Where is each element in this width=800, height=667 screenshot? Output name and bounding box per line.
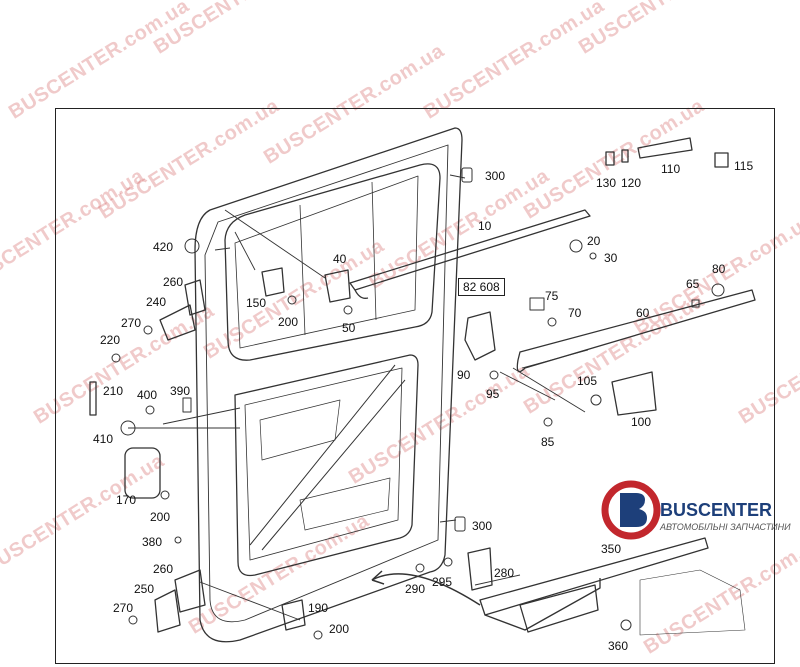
clip-65 — [691, 299, 700, 308]
upper-hinge — [184, 279, 206, 316]
part-label-210: 210 — [103, 384, 124, 398]
cap-410 — [120, 420, 136, 436]
washer-105 — [590, 394, 602, 406]
part-label-110: 110 — [661, 162, 681, 176]
bolt-200a — [287, 295, 297, 305]
door-handle — [124, 447, 161, 499]
part-label-95: 95 — [486, 387, 500, 401]
part-label-150: 150 — [246, 296, 267, 310]
knob-420 — [184, 238, 200, 254]
part-label-65: 65 — [686, 277, 700, 291]
bolt-70 — [547, 317, 557, 327]
part-label-70: 70 — [568, 306, 582, 320]
washer-30 — [589, 252, 597, 260]
washer-295 — [443, 557, 453, 567]
logo-name: BUSCENTER — [660, 500, 773, 520]
part-190 — [281, 599, 306, 631]
part-label-240: 240 — [146, 295, 167, 309]
hinge-240 — [159, 304, 196, 341]
part-label-100: 100 — [631, 415, 652, 429]
hinge-250 — [154, 589, 181, 633]
part-label-270b: 270 — [113, 601, 134, 615]
part-210 — [89, 381, 97, 416]
part-label-120: 120 — [621, 176, 642, 190]
part-label-90: 90 — [457, 368, 471, 382]
upper-rail — [349, 209, 591, 291]
lock-40 — [324, 269, 351, 303]
bolt-270b — [128, 615, 138, 625]
part-label-290: 290 — [405, 582, 426, 596]
center-roller — [464, 311, 496, 361]
part-label-40: 40 — [333, 252, 347, 266]
part-label-300: 300 — [485, 169, 506, 183]
door-inner-panel — [234, 354, 419, 577]
part-label-170: 170 — [116, 493, 137, 507]
part-label-260b: 260 — [153, 562, 174, 576]
assembly-arrow — [371, 573, 481, 606]
part-label-400: 400 — [137, 388, 158, 402]
bolt-270a — [143, 325, 153, 335]
part-label-200: 200 — [278, 315, 299, 329]
bolt-200c — [313, 630, 323, 640]
part-label-80: 80 — [712, 262, 726, 276]
part-label-420: 420 — [153, 240, 174, 254]
part-label-200b: 200 — [150, 510, 171, 524]
clip-75 — [529, 297, 545, 311]
bolt-95 — [489, 370, 499, 380]
part-label-380: 380 — [142, 535, 163, 549]
part-label-130: 130 — [596, 176, 617, 190]
part-110 — [637, 137, 693, 159]
logo-subtitle: АВТОМОБІЛЬНІ ЗАПЧАСТИНИ — [660, 522, 791, 532]
door-panel — [194, 127, 463, 643]
part-280 — [467, 547, 493, 591]
part-label-190: 190 — [308, 601, 329, 615]
part-label-85: 85 — [541, 435, 555, 449]
part-label-250: 250 — [134, 582, 155, 596]
part-label-410: 410 — [93, 432, 114, 446]
part-label-105: 105 — [577, 374, 598, 388]
part-label-60: 60 — [636, 306, 650, 320]
bolt-85 — [543, 417, 553, 427]
bolt-220 — [111, 353, 121, 363]
lower-trim-strip — [479, 537, 709, 616]
part-label-75: 75 — [545, 289, 559, 303]
part-100 — [611, 371, 657, 416]
clip-390 — [182, 397, 192, 413]
washer-20 — [569, 239, 583, 253]
bolt-290 — [415, 563, 425, 573]
part-label-82-608: 82 608 — [458, 278, 505, 296]
bolt-360 — [620, 619, 632, 631]
part-label-270: 270 — [121, 316, 142, 330]
part-label-300b: 300 — [472, 519, 493, 533]
part-label-295: 295 — [432, 575, 453, 589]
cover-360 — [519, 584, 599, 633]
part-label-360: 360 — [608, 639, 629, 653]
part-label-260: 260 — [163, 275, 184, 289]
part-label-20: 20 — [587, 234, 601, 248]
diagram-frame — [55, 108, 775, 664]
part-label-350: 350 — [601, 542, 622, 556]
lower-hinge — [174, 569, 206, 613]
bolt-50 — [343, 305, 353, 315]
clip-380 — [174, 536, 182, 544]
part-label-115: 115 — [734, 159, 754, 173]
buscenter-logo-emblem — [601, 480, 661, 540]
part-150 — [261, 267, 285, 297]
part-label-390: 390 — [170, 384, 191, 398]
washer-80 — [711, 283, 725, 297]
part-label-10: 10 — [478, 219, 492, 233]
part-label-220: 220 — [100, 333, 121, 347]
buffer-300a — [461, 167, 473, 183]
bolt-400 — [145, 405, 155, 415]
part-label-280: 280 — [494, 566, 515, 580]
part-label-30: 30 — [604, 251, 618, 265]
part-label-200c: 200 — [329, 622, 350, 636]
buffer-300b — [454, 516, 466, 532]
bolt-200b — [160, 490, 170, 500]
part-label-50: 50 — [342, 321, 356, 335]
